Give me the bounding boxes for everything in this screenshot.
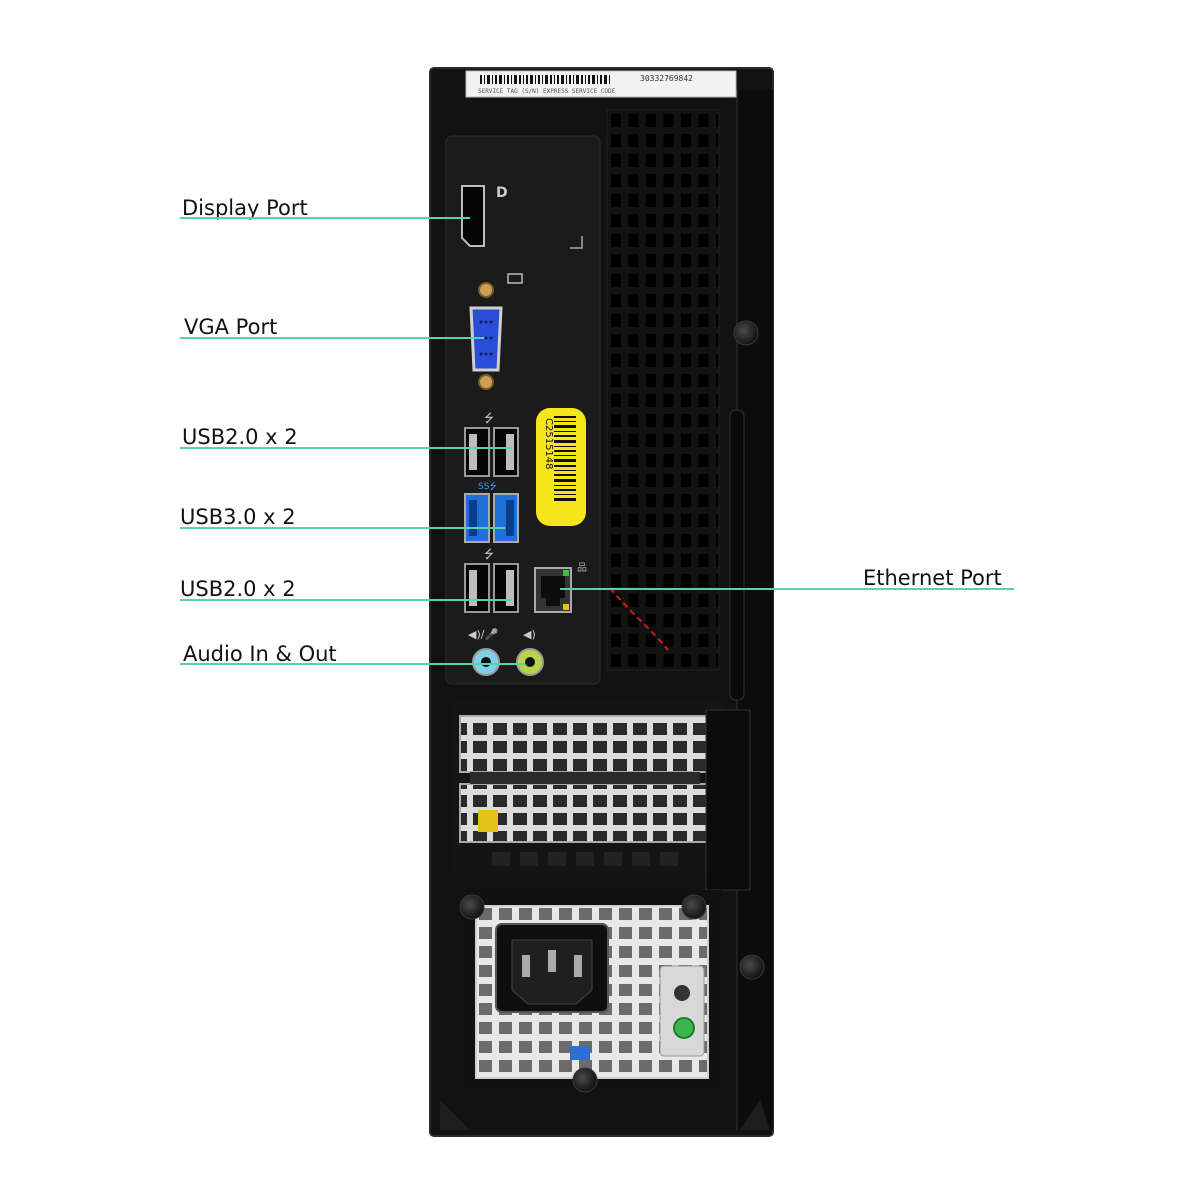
displayport-icon: D (461, 185, 508, 247)
screw-icon (739, 954, 765, 980)
svg-text:⭍: ⭍ (484, 547, 494, 561)
usb3-icon: SS⭍ (464, 481, 519, 543)
audio-label: Audio In & Out (183, 642, 337, 666)
usb2-lower-label: USB2.0 x 2 (180, 577, 296, 601)
svg-text:◀): ◀) (523, 628, 536, 641)
service-tag-number: 30332769842 (640, 74, 693, 83)
power-supply (459, 890, 722, 1093)
power-inlet-icon (495, 923, 609, 1013)
screw-icon (459, 894, 485, 920)
screw-icon (681, 894, 707, 920)
usb-icon: ⭍ (464, 411, 519, 477)
screw-icon (572, 1067, 598, 1093)
asset-sticker: C2515148 (536, 408, 586, 526)
svg-text:◀)/🎤: ◀)/🎤 (468, 627, 498, 641)
svg-text:SS⭍: SS⭍ (478, 481, 497, 492)
sticker-code: C2515148 (543, 418, 554, 470)
vga-icon (469, 273, 523, 390)
vent-grille (606, 109, 720, 671)
led-icon (673, 1017, 695, 1039)
io-panel (445, 135, 601, 685)
display-port-label: Display Port (182, 196, 308, 220)
expansion-slots (454, 700, 751, 891)
usb3-label: USB3.0 x 2 (180, 505, 296, 529)
screw-icon (733, 320, 759, 346)
service-tag-label: 30332769842 SERVICE TAG (S/N) EXPRESS SE… (465, 70, 737, 98)
usb-icon: ⭍ (464, 547, 519, 613)
svg-text:品: 品 (577, 562, 587, 574)
vga-port-label: VGA Port (184, 315, 278, 339)
callout-lines (180, 217, 1014, 665)
ethernet-icon: 品 (534, 562, 587, 613)
service-tag-caption: SERVICE TAG (S/N) EXPRESS SERVICE CODE (478, 88, 616, 95)
ethernet-label: Ethernet Port (863, 566, 1002, 590)
svg-text:D: D (496, 185, 508, 201)
diagnostic-button-icon (674, 985, 690, 1001)
usb2-upper-label: USB2.0 x 2 (182, 425, 298, 449)
svg-text:⭍: ⭍ (484, 411, 494, 425)
